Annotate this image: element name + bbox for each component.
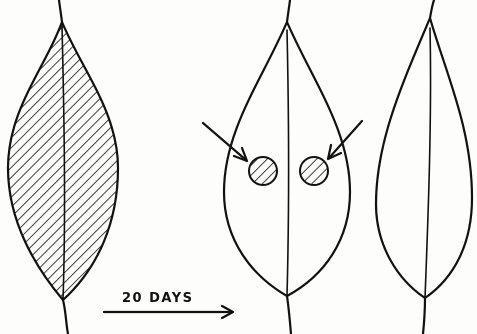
leaf-tip xyxy=(59,0,62,22)
leaf-outline xyxy=(376,18,472,298)
leaf-treated xyxy=(203,0,362,334)
transition: 20 DAYS xyxy=(104,291,233,318)
leaf-petiole xyxy=(63,300,68,334)
shaded-spot-left xyxy=(249,157,277,185)
leaf-petiole xyxy=(423,298,425,334)
transition-label: 20 DAYS xyxy=(122,291,194,306)
leaf-before xyxy=(0,0,130,334)
leaf-tip xyxy=(430,0,434,18)
leaf-tip xyxy=(287,0,290,22)
leaf-petiole xyxy=(287,296,291,334)
pointer-arrow-icon xyxy=(203,123,247,161)
arrow-right-icon xyxy=(104,306,233,318)
shaded-spot-right xyxy=(300,157,328,185)
leaf-midrib xyxy=(425,28,431,298)
leaf-midrib xyxy=(287,30,289,296)
leaf-control xyxy=(376,0,472,334)
